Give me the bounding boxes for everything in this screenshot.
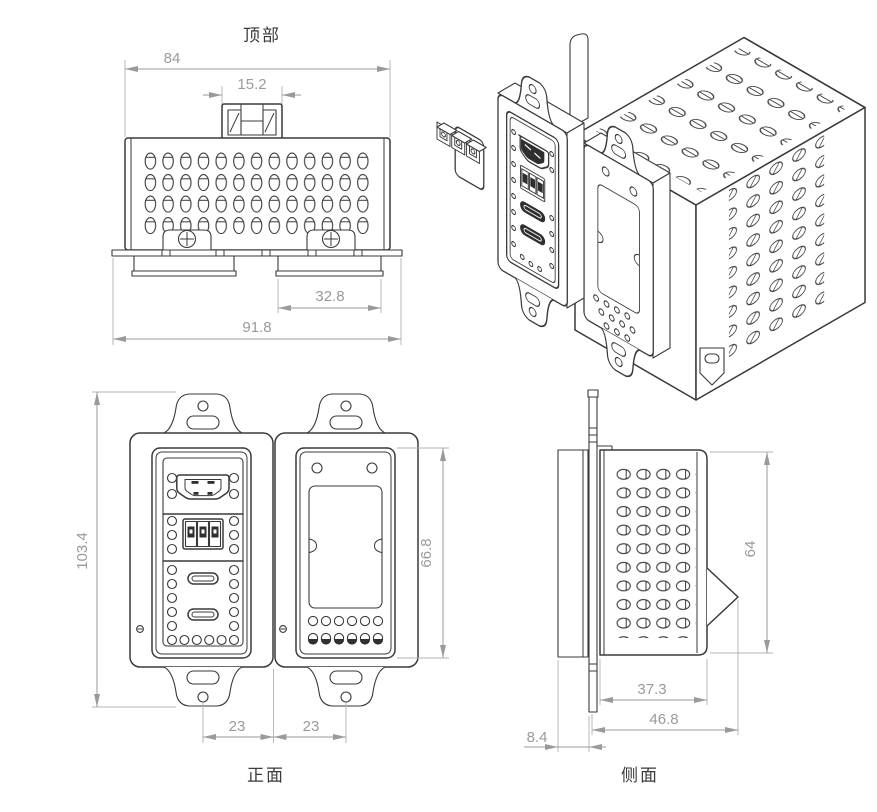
dimension-label: 32.8 xyxy=(315,288,344,305)
tab-screw-hole xyxy=(614,133,623,145)
plate-screw-holes xyxy=(166,564,240,646)
dimension-label: 46.8 xyxy=(649,711,678,728)
dimension-overall-height: 103.4 xyxy=(74,391,176,708)
top-view-drawing: 顶部 84 15.2 xyxy=(111,26,403,345)
iso-bracket-tab-bottom xyxy=(699,347,725,386)
dimension-hole-offsets: 23 23 xyxy=(202,669,347,743)
dimension-label: 103.4 xyxy=(74,532,91,570)
front-port-plate xyxy=(129,393,274,707)
usb-c-port xyxy=(187,572,219,585)
dimension-label: 23 xyxy=(303,718,320,735)
plate-recess xyxy=(597,184,640,314)
top-clip-connector xyxy=(221,103,283,140)
bezel-screw xyxy=(279,625,287,633)
terminal-block-socket xyxy=(520,164,546,203)
rear-housing-right xyxy=(275,255,384,277)
rear-housing-left xyxy=(131,255,237,277)
dimension-label: 66.8 xyxy=(418,538,435,567)
iso-plate2-edge-side xyxy=(652,172,671,359)
mounting-flange xyxy=(111,249,403,257)
plate-vent-holes xyxy=(307,615,384,645)
phillips-screw-icon xyxy=(180,232,194,246)
front-blank-plate xyxy=(274,393,419,707)
screw-tab-left xyxy=(162,229,212,250)
dimension-body-height: 64 xyxy=(710,451,773,654)
dimension-overall-depth: 46.8 xyxy=(591,600,739,735)
vent-holes-side xyxy=(616,468,696,638)
iso-bracket-tab-top xyxy=(569,33,589,129)
usb-c-port xyxy=(520,201,546,223)
dimension-overall-width: 91.8 xyxy=(112,258,402,345)
dimension-label: 37.3 xyxy=(637,681,666,698)
side-wall-plate xyxy=(557,449,589,658)
isometric-view-drawing xyxy=(436,33,866,401)
iso-blank-plate xyxy=(583,125,654,378)
phillips-screw-icon xyxy=(324,232,338,246)
front-view-drawing: 103.4 xyxy=(74,391,449,785)
top-view-title: 顶部 xyxy=(243,26,281,45)
iso-port-plate xyxy=(497,75,568,328)
dimension-plate-thickness: 8.4 xyxy=(524,660,606,752)
tab-slot xyxy=(611,144,627,159)
usb-c-port xyxy=(520,224,546,246)
side-bracket-bar xyxy=(587,389,613,713)
dimension-clip-width: 15.2 xyxy=(203,76,301,104)
dimension-label: 8.4 xyxy=(527,729,548,746)
terminal-block xyxy=(182,518,224,550)
vent-holes-iso-top xyxy=(595,47,847,192)
dimension-connector-width: 32.8 xyxy=(277,279,382,313)
vent-holes-iso-side xyxy=(728,133,825,358)
hdmi-port xyxy=(518,134,550,170)
terminal-plug-connector xyxy=(436,121,487,190)
dimension-label: 91.8 xyxy=(242,319,271,336)
dimension-body-width: 84 xyxy=(124,50,391,137)
dimension-label: 23 xyxy=(229,718,246,735)
front-view-title: 正面 xyxy=(247,766,285,785)
usb-c-port xyxy=(187,608,219,621)
plate-screw-holes xyxy=(511,128,555,273)
dimension-label: 64 xyxy=(742,541,759,558)
vent-holes-top xyxy=(142,148,373,234)
iso-plate1-edge-side xyxy=(566,122,585,309)
plate-recess xyxy=(308,485,383,609)
dimension-insert-height: 66.8 xyxy=(397,447,449,659)
side-view-title: 侧面 xyxy=(621,766,659,785)
dimension-body-depth: 37.3 xyxy=(599,659,708,705)
screw-tab-right xyxy=(306,229,356,250)
latch-clip xyxy=(706,567,739,627)
dimension-label: 84 xyxy=(164,50,181,67)
dimension-label: 15.2 xyxy=(237,76,266,93)
plate-vent-dots xyxy=(593,294,636,342)
hdmi-port xyxy=(176,474,230,500)
bezel-screw xyxy=(136,625,144,633)
side-view-drawing: 64 37.3 46.8 8.4 侧面 xyxy=(524,389,773,785)
